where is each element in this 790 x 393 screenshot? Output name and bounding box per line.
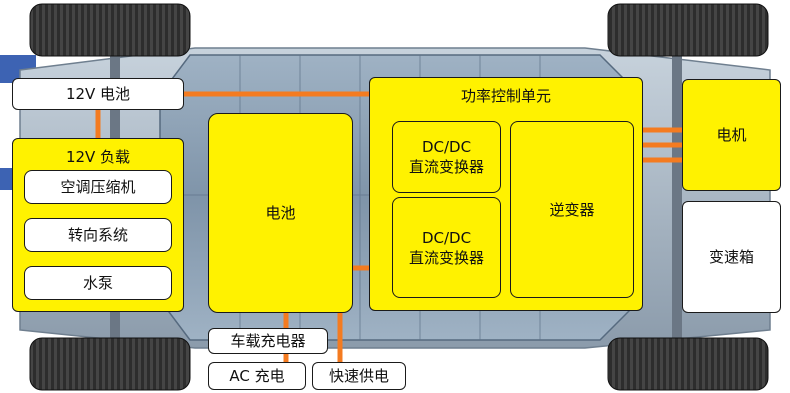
ac-charging: AC 充电 xyxy=(208,362,306,390)
load-12v-label: 12V 负载 xyxy=(65,148,131,166)
dcdc-converter-2: DC/DC 直流变换器 xyxy=(392,197,501,298)
gearbox: 变速箱 xyxy=(682,201,781,313)
fast-charging-label: 快速供电 xyxy=(328,367,389,385)
water-pump: 水泵 xyxy=(24,266,172,300)
ac-compressor-label: 空调压缩机 xyxy=(60,178,136,196)
dcdc-converter-1-label: DC/DC 直流变换器 xyxy=(408,138,484,176)
rear-right-tire xyxy=(607,337,769,391)
fast-charging: 快速供电 xyxy=(312,362,406,390)
main-battery-label: 电池 xyxy=(265,204,296,222)
dcdc-converter-2-label: DC/DC 直流变换器 xyxy=(408,228,484,267)
front-left-tire xyxy=(29,3,191,57)
battery-12v: 12V 电池 xyxy=(12,78,184,110)
power-control-unit-label: 功率控制单元 xyxy=(460,87,551,105)
battery-12v-label: 12V 电池 xyxy=(65,85,131,103)
onboard-charger-label: 车载充电器 xyxy=(230,332,306,350)
rear-axle xyxy=(672,25,682,370)
front-right-tire xyxy=(29,337,191,391)
motor-label: 电机 xyxy=(716,126,747,144)
dcdc-converter-1: DC/DC 直流变换器 xyxy=(392,121,501,193)
water-pump-label: 水泵 xyxy=(82,274,113,292)
ac-charging-label: AC 充电 xyxy=(229,367,285,385)
main-battery: 电池 xyxy=(208,113,353,313)
onboard-charger: 车载充电器 xyxy=(208,328,328,354)
inverter: 逆变器 xyxy=(510,121,634,298)
rear-left-tire xyxy=(607,3,769,57)
steering-system: 转向系统 xyxy=(24,218,172,252)
motor: 电机 xyxy=(682,79,781,191)
ac-compressor: 空调压缩机 xyxy=(24,170,172,204)
steering-system-label: 转向系统 xyxy=(67,226,128,244)
inverter-label: 逆变器 xyxy=(549,200,595,219)
gearbox-label: 变速箱 xyxy=(708,248,754,266)
